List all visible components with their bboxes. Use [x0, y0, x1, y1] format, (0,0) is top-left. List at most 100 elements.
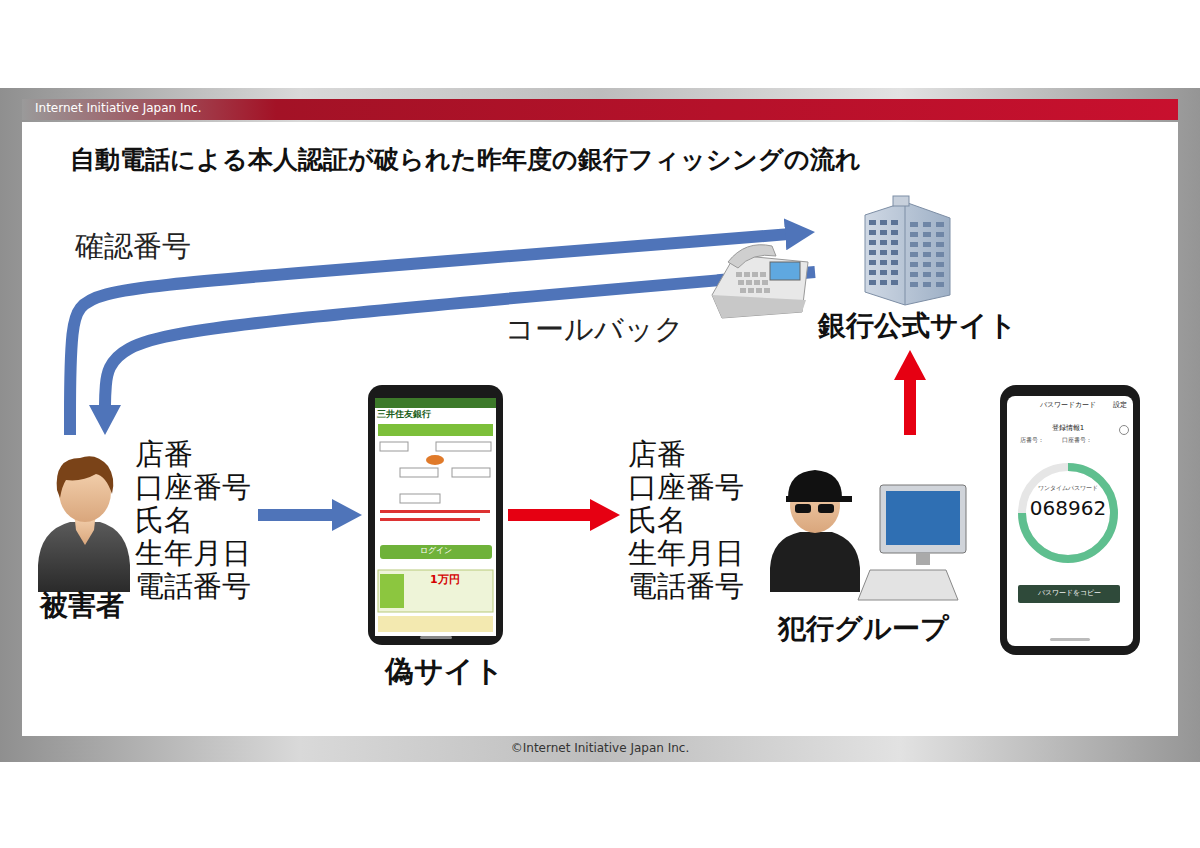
window — [910, 232, 918, 237]
window — [910, 242, 918, 247]
window — [869, 260, 876, 265]
plain-label: 登録情報1 — [1028, 424, 1108, 432]
key — [744, 272, 750, 277]
edge-label: 確認番号 — [75, 230, 191, 263]
window — [891, 240, 898, 245]
plain-label: 店番号： — [1020, 437, 1044, 444]
window — [923, 242, 931, 247]
victim-figure — [38, 456, 130, 592]
key — [754, 280, 760, 285]
phone-base-side — [712, 295, 806, 318]
home-bar — [1050, 638, 1090, 641]
window-grid — [869, 220, 944, 287]
handset — [728, 245, 776, 268]
window — [923, 222, 931, 227]
key — [748, 288, 754, 293]
node-text: 氏名 — [628, 504, 686, 537]
node-text: 店番 — [628, 438, 686, 471]
key — [736, 272, 742, 277]
node-text: 生年月日 — [135, 537, 251, 570]
plain-label: ©Internet Initiative Japan Inc. — [400, 742, 800, 756]
metal-frame — [0, 88, 1200, 762]
window — [936, 282, 944, 287]
phone-screen — [1007, 396, 1133, 646]
window — [891, 220, 898, 225]
node-title: 犯行グループ — [778, 613, 949, 645]
slide-ground — [22, 122, 1178, 736]
window — [880, 270, 887, 275]
status-bar — [375, 398, 496, 408]
keyboard — [858, 570, 958, 600]
building-edge — [905, 202, 906, 305]
info-icon — [1120, 426, 1129, 435]
window — [869, 230, 876, 235]
monitor-screen — [886, 491, 960, 545]
node-text: 店番 — [135, 438, 193, 471]
key — [760, 272, 766, 277]
key — [738, 280, 744, 285]
window — [923, 272, 931, 277]
window — [910, 272, 918, 277]
sunglasses — [795, 504, 811, 513]
plain-label: 設定 — [1113, 401, 1127, 409]
header-band — [22, 99, 1178, 120]
key — [762, 280, 768, 285]
monitor-stand — [916, 553, 930, 565]
window — [891, 260, 898, 265]
window — [936, 262, 944, 267]
node-title: 被害者 — [40, 590, 124, 622]
window — [923, 232, 931, 237]
window — [869, 280, 876, 285]
window — [936, 272, 944, 277]
criminal-cap — [788, 470, 842, 498]
plain-label: Internet Initiative Japan Inc. — [35, 102, 202, 116]
window — [869, 250, 876, 255]
window — [880, 250, 887, 255]
flow-arrow — [904, 377, 916, 435]
flow-arrow — [508, 509, 593, 521]
node-text: 氏名 — [135, 504, 193, 537]
slide-title: 自動電話による本人認証が破られた昨年度の銀行フィッシングの流れ — [70, 146, 861, 175]
site-header — [378, 424, 493, 436]
window — [923, 282, 931, 287]
building-body — [865, 202, 950, 305]
plain-label: 三井住友銀行 — [377, 409, 431, 419]
node-title: 偽サイト — [385, 655, 504, 688]
fake-site-node: 偽サイト — [362, 383, 508, 693]
banner-ad — [380, 574, 404, 608]
window — [910, 222, 918, 227]
window — [923, 252, 931, 257]
bank-building — [865, 196, 950, 305]
plain-label: ログイン — [380, 546, 492, 555]
input-field — [436, 442, 491, 451]
plain-label: 1万円 — [430, 574, 460, 587]
key — [740, 288, 746, 293]
criminal-node: 店番口座番号氏名生年月日電話番号犯行グループ — [620, 435, 975, 650]
window — [869, 220, 876, 225]
telephone-icon — [712, 245, 808, 318]
criminal-figure — [770, 470, 860, 592]
plain-label: パスワードカード — [1028, 401, 1108, 409]
banner-ad — [378, 570, 493, 612]
sunglasses — [818, 504, 834, 513]
plain-label: パスワードをコピー — [1018, 589, 1120, 597]
phone-keypad — [736, 272, 770, 293]
window — [936, 232, 944, 237]
window — [891, 270, 898, 275]
key — [756, 288, 762, 293]
window — [891, 280, 898, 285]
phone-notch — [1048, 390, 1092, 396]
window — [880, 220, 887, 225]
window — [891, 250, 898, 255]
node-text: 口座番号 — [628, 471, 744, 504]
or-badge — [426, 455, 444, 465]
node-text: 生年月日 — [628, 537, 744, 570]
key — [764, 288, 770, 293]
window — [923, 262, 931, 267]
window — [880, 230, 887, 235]
window — [910, 282, 918, 287]
copy-button — [1018, 585, 1120, 603]
node-text: 口座番号 — [135, 471, 251, 504]
